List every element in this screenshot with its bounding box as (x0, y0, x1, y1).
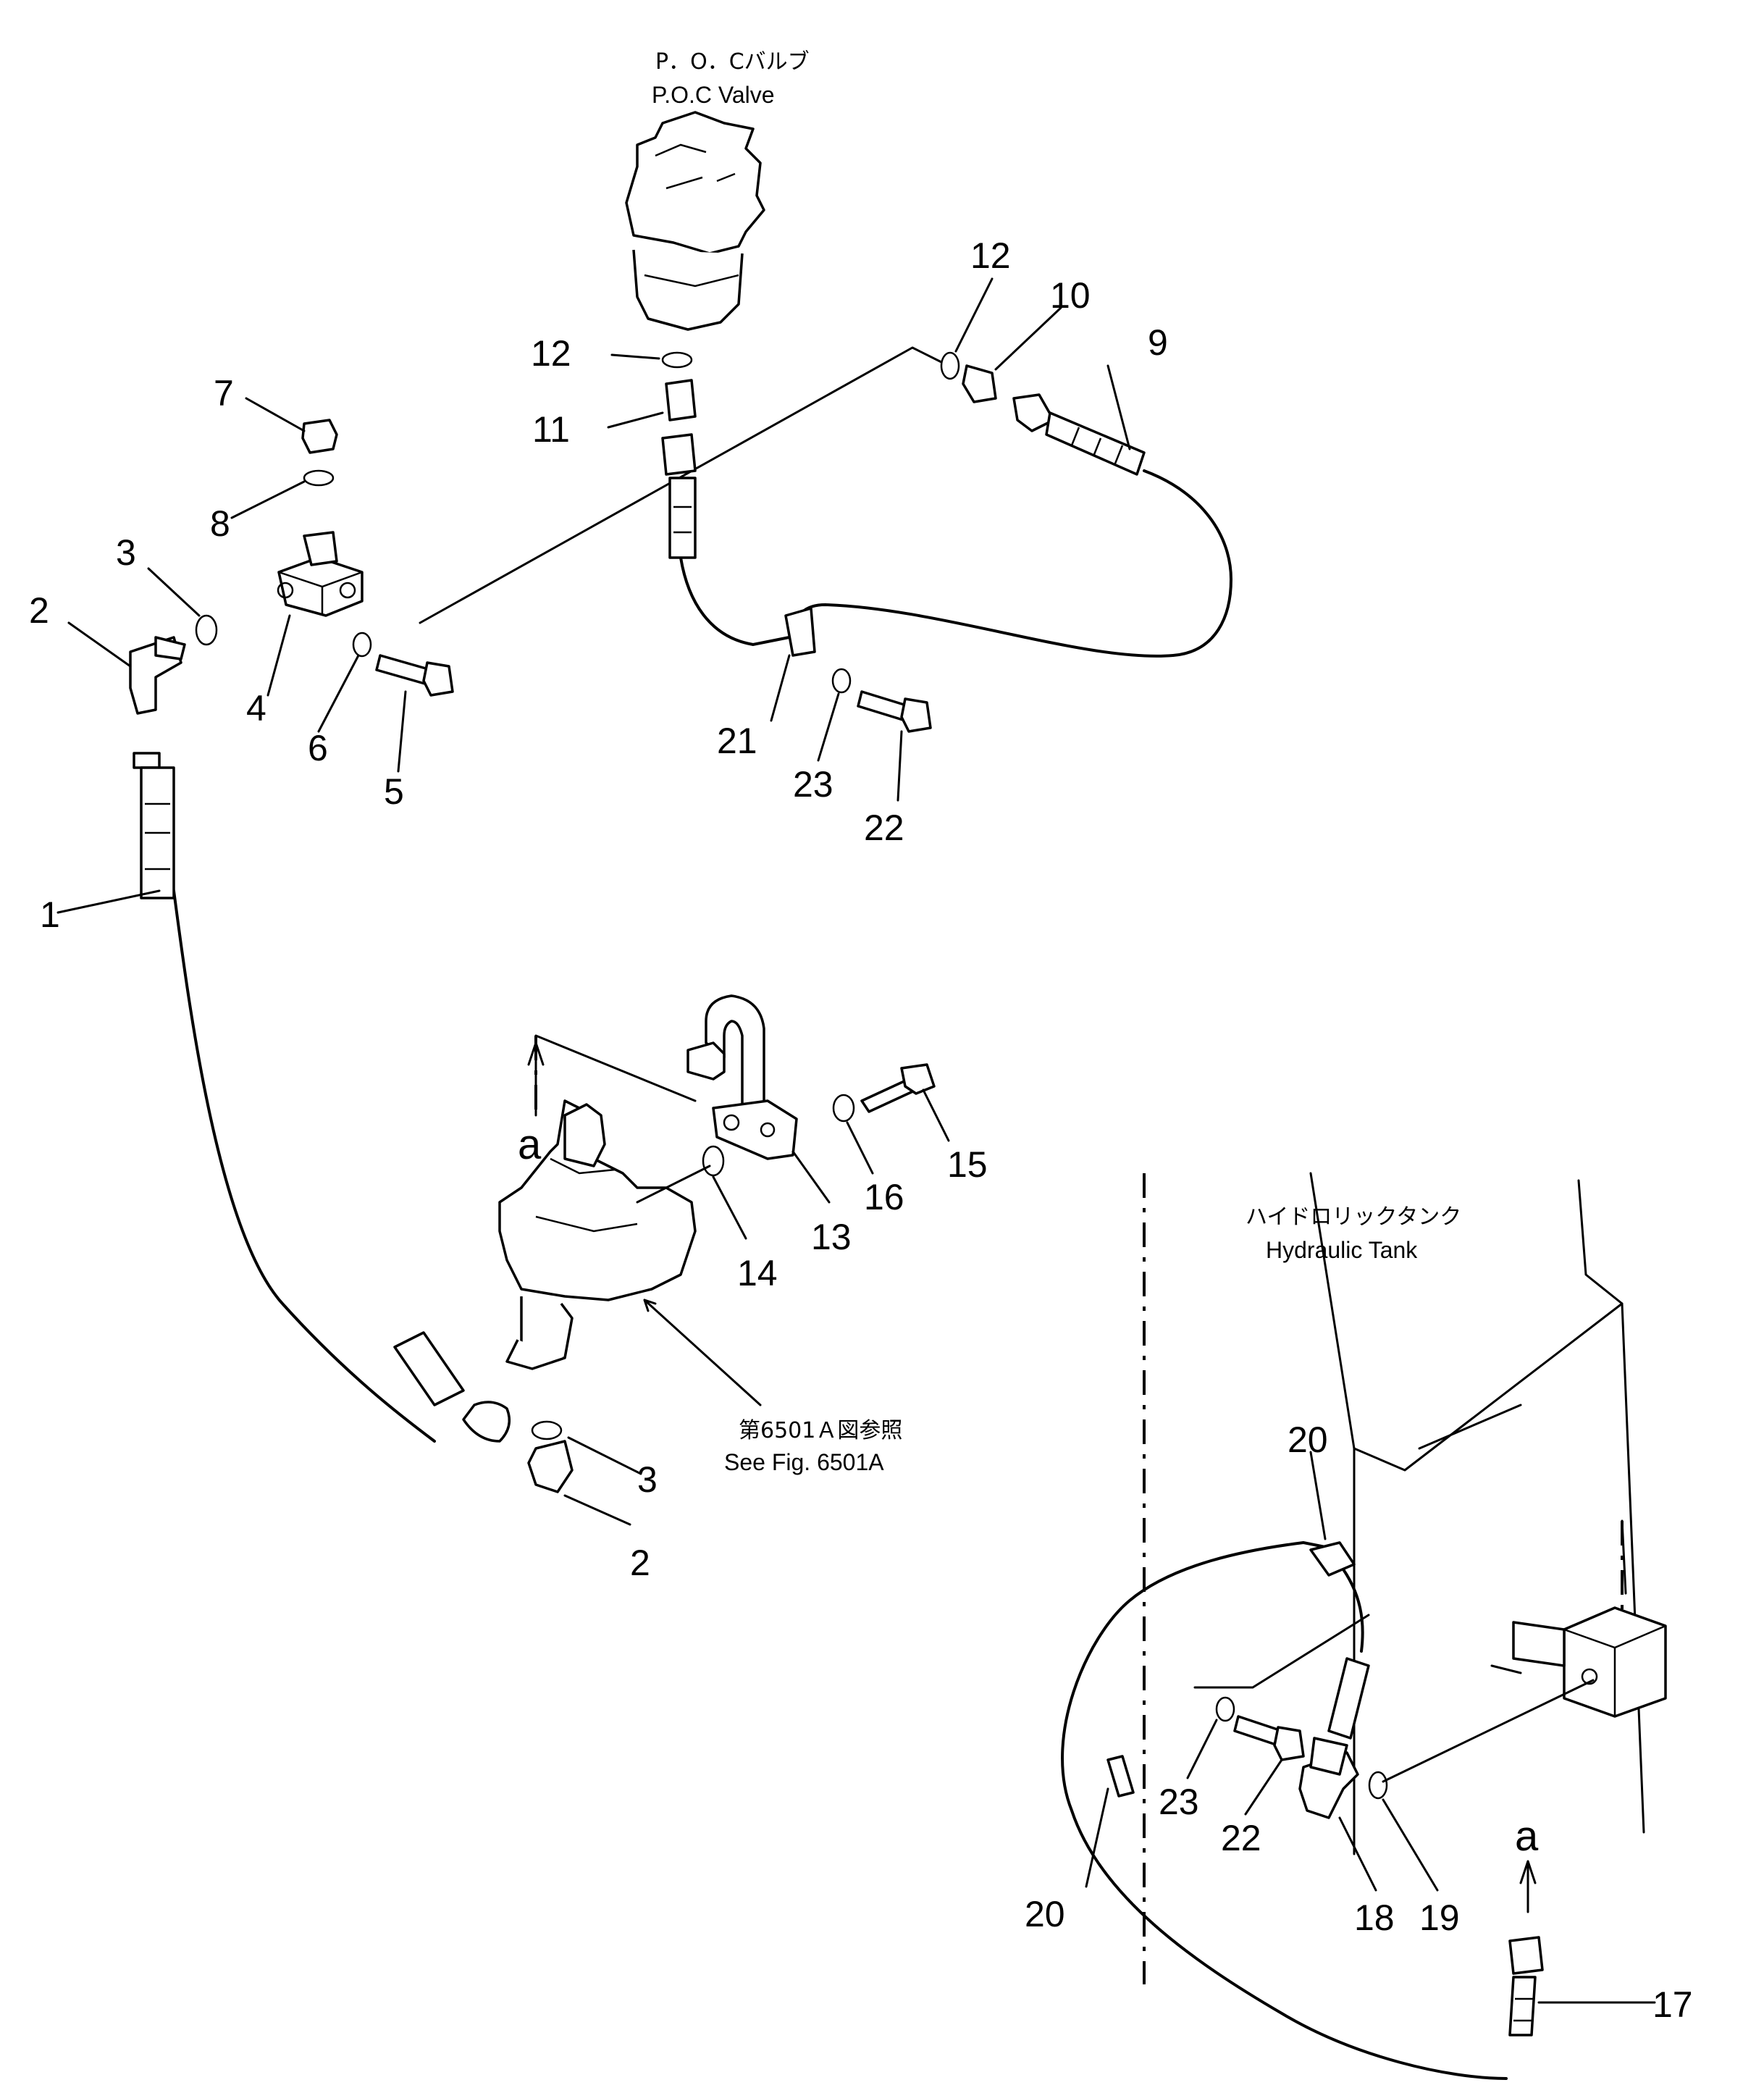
callout-19: 19 (1419, 1897, 1460, 1938)
bolt-5 (375, 654, 454, 697)
callout-8: 8 (210, 503, 230, 544)
callout-1: 1 (40, 894, 60, 935)
leader-connection (534, 1034, 697, 1102)
o-ring-12b (940, 351, 960, 380)
dimension-line (636, 1165, 711, 1204)
washer-23b (1215, 1696, 1235, 1722)
callout-23: 23 (793, 764, 833, 805)
ref-figure-caption-jp: 第6501Ａ図参照 (739, 1418, 902, 1443)
o-ring-14 (702, 1145, 725, 1177)
leader-connection (1193, 1614, 1370, 1689)
callout-13: 13 (811, 1217, 852, 1257)
elbow-2 (129, 636, 574, 1493)
o-ring-3 (195, 614, 218, 646)
callout-6: 6 (308, 728, 328, 768)
ref-figure-caption-en: See Fig. 6501A (724, 1449, 884, 1475)
callout-9: 9 (1148, 322, 1168, 363)
callout-2: 2 (29, 590, 49, 631)
hydraulic-tank-caption-en: Hydraulic Tank (1266, 1237, 1418, 1263)
callout-12: 12 (970, 235, 1011, 276)
callout-16: 16 (864, 1177, 904, 1217)
callout-14: 14 (737, 1253, 778, 1293)
bolt-22a (857, 690, 932, 733)
callout-15: 15 (947, 1144, 988, 1185)
callout-4: 4 (246, 688, 266, 729)
callout-numbers: 1 2 2 3 3 4 5 6 7 8 9 10 11 12 12 13 14 … (29, 235, 1693, 2025)
valve-body (498, 1099, 697, 1370)
callout-21: 21 (717, 721, 757, 761)
clamp-21 (784, 607, 816, 657)
hose-17 (1061, 1540, 1508, 2080)
leader-connection (419, 346, 943, 624)
u-tube-flange (686, 994, 798, 1160)
callout-2b: 2 (630, 1543, 650, 1583)
hose-17-upper-fitting (1309, 1657, 1370, 1776)
arrow-a-left (527, 1041, 545, 1117)
washer-23a (831, 668, 852, 694)
o-ring-12a (661, 351, 693, 369)
leader-lines (56, 277, 1656, 2004)
callout-7: 7 (214, 373, 234, 414)
poc-valve (625, 111, 765, 331)
hydraulic-tank-caption-jp: ハイドロリックタンク (1246, 1204, 1461, 1230)
hose-17-end-fitting (1508, 1936, 1544, 2037)
hydraulic-tank (1143, 1172, 1667, 1984)
callout-10: 10 (1050, 275, 1091, 316)
callout-5: 5 (384, 771, 404, 812)
washer-16 (832, 1094, 855, 1123)
callout-20: 20 (1288, 1419, 1328, 1460)
arrow-a-right (1519, 1860, 1537, 1913)
hose-9-end (1012, 393, 1146, 476)
callout-22b: 22 (1221, 1818, 1261, 1858)
hose-11 (679, 556, 791, 647)
clamp-20b (1106, 1755, 1135, 1798)
bolt-15 (860, 1063, 936, 1113)
bolt-22b (1233, 1715, 1305, 1761)
o-ring-3b (531, 1420, 563, 1440)
washer-6 (352, 632, 372, 658)
reference-mark-a-right: a (1515, 1813, 1539, 1860)
callout-3: 3 (116, 532, 136, 573)
leader-connection (1382, 1679, 1595, 1783)
reference-mark-a-left: a (518, 1121, 542, 1168)
callout-23b: 23 (1159, 1782, 1199, 1822)
poc-valve-caption-jp: P．O．Cバルブ (655, 49, 810, 75)
arrow-to-valve (643, 1299, 762, 1406)
plug-7 (301, 419, 338, 454)
callout-11: 11 (532, 409, 570, 450)
hose-1-fittings (133, 752, 511, 1443)
hose-17-end (1338, 1563, 1364, 1653)
fitting-11 (661, 379, 697, 559)
callout-22: 22 (864, 808, 904, 848)
hose-1 (172, 889, 436, 1443)
tee-block-4 (277, 531, 364, 617)
o-ring-19 (1368, 1771, 1388, 1800)
callout-18: 18 (1354, 1897, 1395, 1938)
hose-9 (788, 469, 1233, 658)
fitting-10 (962, 364, 997, 403)
callout-12b: 12 (531, 333, 571, 374)
callout-3b: 3 (637, 1459, 658, 1500)
poc-valve-caption-en: P.O.C Valve (652, 82, 775, 108)
callout-20b: 20 (1025, 1894, 1065, 1934)
o-ring-8 (303, 469, 335, 487)
callout-17: 17 (1652, 1984, 1693, 2025)
clamp-20a (1309, 1541, 1356, 1577)
